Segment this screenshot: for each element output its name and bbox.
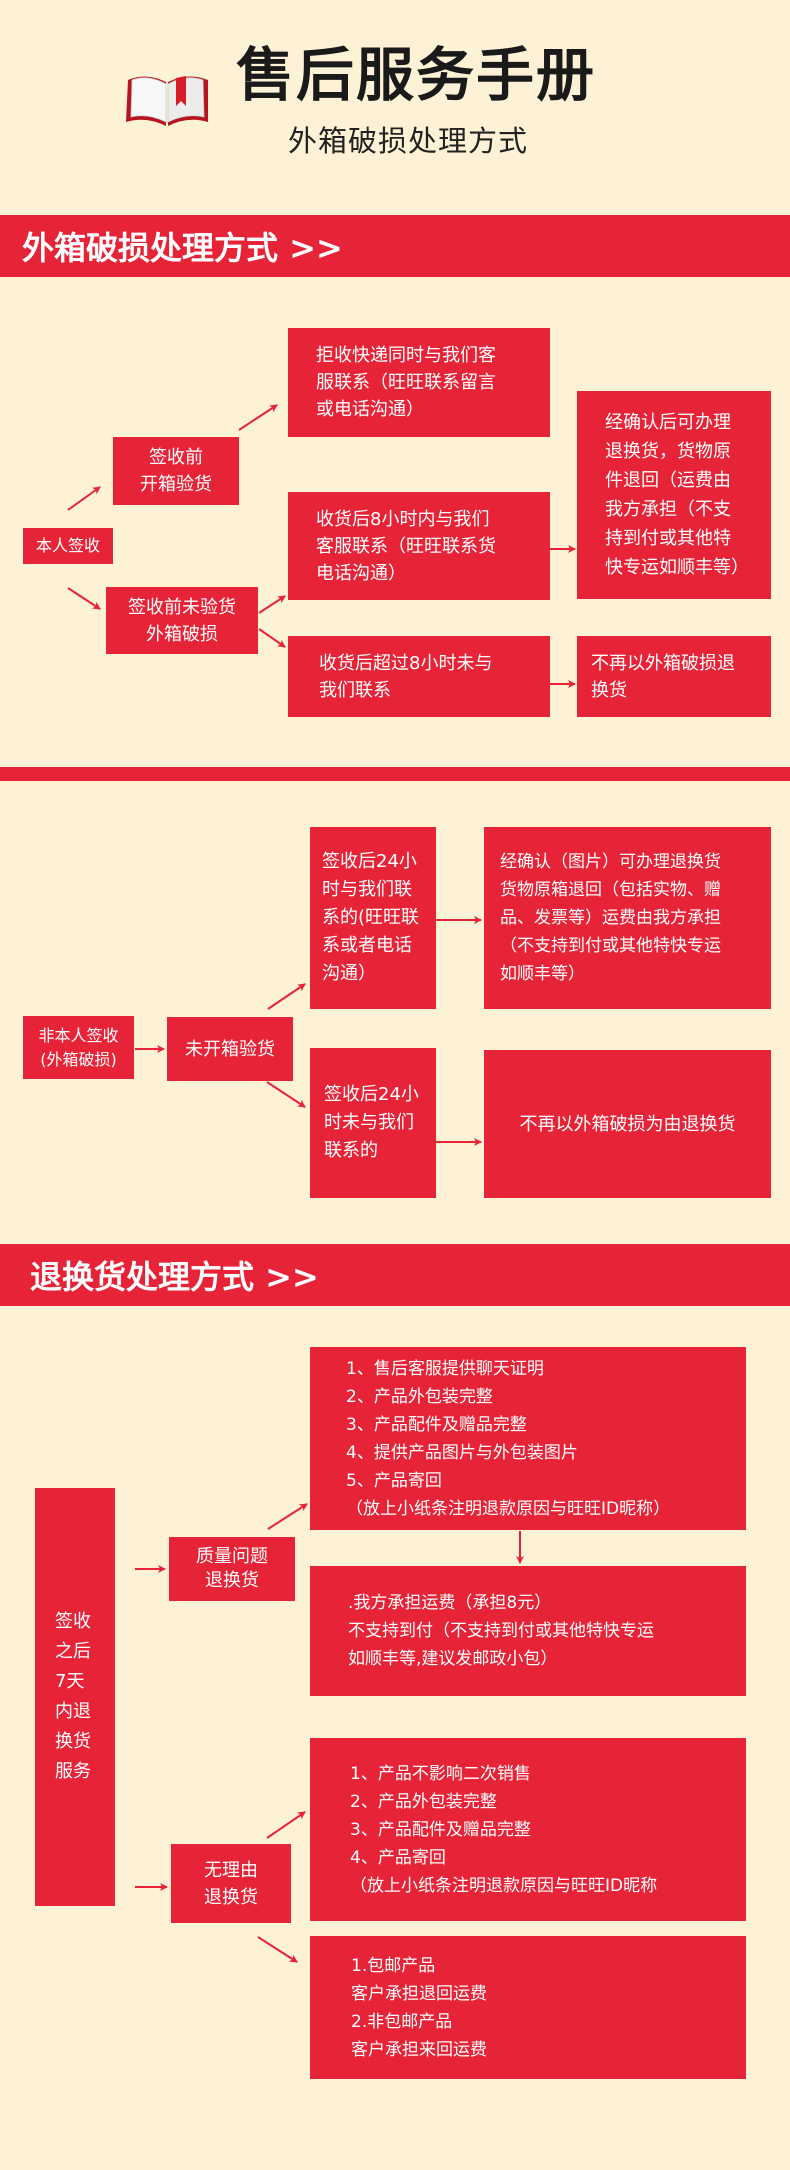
section-heading-box-damage: 外箱破损处理方式 >>	[0, 215, 790, 277]
node-other-sign: 非本人签收 (外箱破损)	[23, 1016, 134, 1079]
arrow-icon	[267, 983, 306, 1010]
arrow-icon	[67, 587, 101, 610]
node-result-no-return: 不再以外箱破损退 换货	[577, 636, 771, 717]
node-reject-delivery: 拒收快递同时与我们客 服联系（旺旺联系留言 或电话沟通）	[288, 328, 550, 437]
arrow-icon	[258, 595, 286, 614]
arrow-icon	[67, 486, 101, 511]
node-unchecked-damaged: 签收前未验货 外箱破损	[106, 587, 258, 654]
section-heading-return-exchange: 退换货处理方式 >>	[0, 1244, 790, 1306]
node-other-result-ok: 经确认（图片）可办理退换货 货物原箱退回（包括实物、赠 品、发票等）运费由我方承…	[484, 827, 771, 1009]
node-no-reason: 无理由 退换货	[171, 1844, 291, 1923]
section-heading-text: 外箱破损处理方式 >>	[22, 229, 343, 267]
node-quality-shipping: .我方承担运费（承担8元） 不支持到付（不支持到付或其他特快专运 如顺丰等,建议…	[310, 1566, 746, 1696]
node-no-reason-shipping: 1.包邮产品 客户承担退回运费 2.非包邮产品 客户承担来回运费	[310, 1936, 746, 2079]
arrow-icon	[238, 404, 278, 431]
node-within-8h: 收货后8小时内与我们 客服联系（旺旺联系货 电话沟通）	[288, 492, 550, 600]
section-divider	[0, 767, 790, 781]
node-result-return-ok: 经确认后可办理 退换货，货物原 件退回（运费由 我方承担（不支 持到付或其他特 …	[577, 391, 771, 599]
node-after-24h: 签收后24小 时未与我们 联系的	[310, 1048, 436, 1198]
arrow-icon	[267, 1503, 308, 1530]
page-subtitle: 外箱破损处理方式	[288, 124, 529, 158]
open-book-icon	[126, 76, 208, 126]
arrow-icon	[258, 628, 286, 648]
node-other-result-no: 不再以外箱破损为由退换货	[484, 1050, 771, 1198]
node-quality-requirements: 1、售后客服提供聊天证明 2、产品外包装完整 3、产品配件及赠品完整 4、提供产…	[310, 1347, 746, 1530]
page-title: 售后服务手册	[236, 41, 597, 109]
node-within-24h: 签收后24小 时与我们联 系的(旺旺联 系或者电话 沟通）	[310, 827, 436, 1009]
arrow-icon	[266, 1811, 306, 1839]
arrow-icon	[257, 1936, 298, 1963]
node-7day-service: 签收 之后 7天 内退 换货 服务	[35, 1488, 115, 1906]
node-open-before-sign: 签收前 开箱验货	[113, 437, 239, 505]
node-quality-issue: 质量问题 退换货	[169, 1537, 295, 1601]
node-no-reason-requirements: 1、产品不影响二次销售 2、产品外包装完整 3、产品配件及赠品完整 4、产品寄回…	[310, 1738, 746, 1921]
arrow-icon	[266, 1081, 306, 1108]
node-self-sign: 本人签收	[23, 528, 113, 564]
node-not-opened: 未开箱验货	[167, 1017, 293, 1081]
section-heading-text: 退换货处理方式 >>	[30, 1258, 319, 1296]
node-after-8h: 收货后超过8小时未与 我们联系	[288, 636, 550, 717]
